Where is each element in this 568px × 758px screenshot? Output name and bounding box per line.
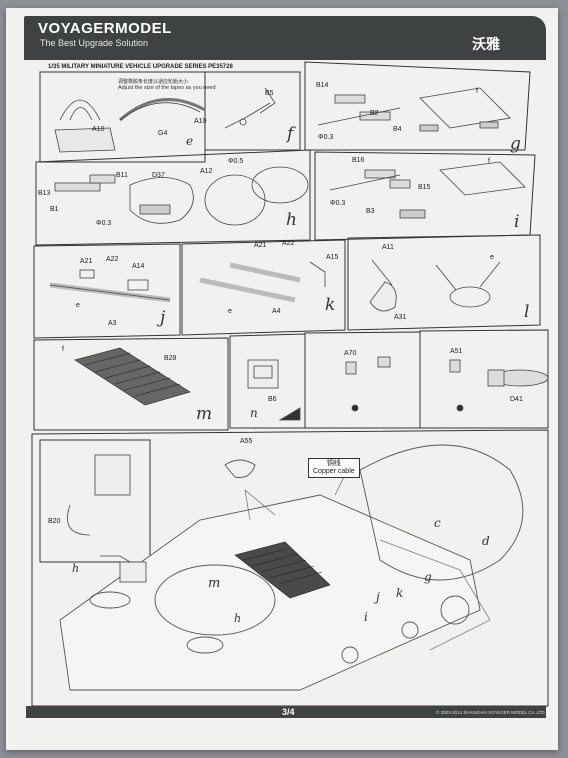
- header-bar: [24, 16, 546, 60]
- label-g4: G4: [158, 130, 168, 137]
- label-a14: A14: [132, 263, 145, 270]
- label-e-k: e: [228, 308, 232, 315]
- footer-bar: [26, 706, 546, 718]
- label-a10: A10: [92, 126, 105, 133]
- label-a21-j: A21: [80, 258, 93, 265]
- label-b16: B16: [352, 157, 365, 164]
- label-b28: B28: [164, 355, 177, 362]
- label-phi03-h: Φ0.3: [96, 220, 112, 227]
- label-b2: B2: [370, 110, 379, 117]
- step-g: g: [510, 134, 521, 154]
- copyright-text: © 2003-2014 SHANGHAI VOYAGER MODEL Co.,L…: [436, 710, 545, 715]
- label-phi03-i: Φ0.3: [330, 200, 346, 207]
- main-step-g: g: [424, 570, 432, 584]
- step-l: l: [524, 302, 530, 322]
- brand-chinese: 沃雅: [472, 37, 500, 53]
- panel-f-frame: [204, 71, 301, 151]
- kit-title: 1/35 MILITARY MINIATURE VEHICLE UPGRADE …: [48, 64, 233, 70]
- brand-tagline: The Best Upgrade Solution: [40, 38, 149, 48]
- step-n: n: [250, 406, 258, 420]
- copper-cable-en: Copper cable: [313, 468, 355, 475]
- label-e-j: e: [76, 302, 80, 309]
- panel-m-frame: [33, 337, 229, 431]
- label-a21-k: A21: [254, 242, 267, 249]
- panel-e-frame: [39, 71, 206, 163]
- step-k: k: [325, 295, 336, 315]
- label-f-g: f: [476, 88, 478, 95]
- step-m: m: [196, 404, 213, 424]
- main-step-m: m: [208, 576, 221, 591]
- label-f-m: f: [62, 346, 64, 353]
- label-phi03: Φ0.3: [318, 134, 334, 141]
- step-e: e: [186, 134, 194, 148]
- label-a15: A15: [326, 254, 339, 261]
- panel-p-frame: [419, 329, 549, 429]
- panel-o-frame: [304, 331, 421, 429]
- label-b20: B20: [48, 518, 61, 525]
- tape-note-en: Adjust the size of the tapes as you need: [118, 85, 216, 91]
- label-a22-k: A22: [282, 240, 295, 247]
- label-phi05: Φ0.5: [228, 158, 244, 165]
- label-f-i: f: [488, 158, 490, 165]
- label-b1: B1: [50, 206, 59, 213]
- step-i: i: [514, 212, 520, 232]
- label-a10-b: A10: [194, 118, 207, 125]
- step-h: h: [286, 210, 297, 230]
- label-b5: B5: [265, 90, 274, 97]
- brand-logo: VOYAGERMODEL: [38, 20, 172, 37]
- label-b13: B13: [38, 190, 51, 197]
- label-a3: A3: [108, 320, 117, 327]
- main-step-h2: h: [234, 612, 242, 625]
- main-step-c: c: [434, 516, 441, 530]
- label-b14: B14: [316, 82, 329, 89]
- main-step-d: d: [482, 534, 490, 548]
- label-a51: A51: [450, 348, 463, 355]
- label-b4: B4: [393, 126, 402, 133]
- label-e-l: e: [490, 254, 494, 261]
- label-d41: D41: [510, 396, 523, 403]
- label-a12: A12: [200, 168, 213, 175]
- panel-i-frame: [314, 151, 536, 241]
- label-b15: B15: [418, 184, 431, 191]
- label-b11: B11: [116, 172, 128, 179]
- label-d37: D37: [152, 172, 165, 179]
- copper-cable-cn: 铜线: [326, 460, 341, 467]
- step-f: f: [287, 124, 294, 144]
- tape-note-cn: 调整橡胶条长度以适应轮胎大小: [118, 79, 189, 85]
- panel-h-frame: [35, 149, 311, 246]
- main-step-k: k: [396, 586, 404, 600]
- label-a22-j: A22: [106, 256, 119, 263]
- main-step-j: j: [376, 590, 380, 604]
- main-step-i: i: [364, 610, 368, 624]
- panel-l-frame: [347, 234, 541, 331]
- label-a70: A70: [344, 350, 357, 357]
- label-a55: A55: [240, 438, 253, 445]
- copper-cable-callout: 铜线 Copper cable: [308, 458, 360, 478]
- label-b3: B3: [366, 208, 375, 215]
- panel-j-frame: [33, 243, 181, 339]
- main-step-h: h: [72, 562, 80, 575]
- page-number: 3/4: [282, 707, 295, 717]
- label-a31: A31: [394, 314, 407, 321]
- label-b6: B6: [268, 396, 277, 403]
- label-a11: A11: [382, 244, 394, 251]
- panel-g-frame: [304, 61, 531, 151]
- step-j: j: [160, 308, 166, 328]
- label-a4: A4: [272, 308, 281, 315]
- main-view-frame: [31, 429, 549, 707]
- panel-k-frame: [181, 239, 346, 336]
